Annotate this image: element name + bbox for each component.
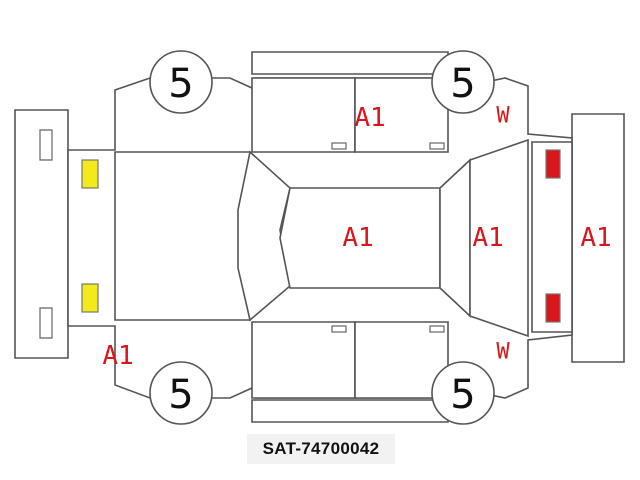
mark-front-bumper: A1 — [580, 223, 611, 253]
inspection-code: SAT-74700042 — [247, 434, 395, 464]
rear-bumper-inner — [39, 129, 53, 339]
rear-bumper — [14, 109, 69, 359]
rear-lamp-bottom — [81, 283, 99, 313]
wheel-front-left: 5 — [431, 50, 495, 114]
car-outline-diagram: 5 5 5 5 A1 W A1 A1 A1 A1 W — [14, 50, 625, 425]
lower-front-door-handle — [429, 325, 445, 333]
front-lamp-bottom — [545, 293, 561, 323]
wheel-front-right: 5 — [431, 361, 495, 425]
front-lamp-top — [545, 149, 561, 179]
upper-door-rear — [251, 77, 356, 153]
wheel-rear-right: 5 — [149, 361, 213, 425]
wheel-front-right-grade: 5 — [450, 372, 475, 418]
roof-panel — [279, 187, 441, 289]
upper-front-door-handle — [429, 142, 445, 150]
mark-rear-bumper: A1 — [102, 341, 133, 371]
wheel-rear-left-grade: 5 — [168, 61, 193, 107]
wheel-rear-left: 5 — [149, 50, 213, 114]
upper-rear-door-handle — [331, 142, 347, 150]
hood — [469, 138, 529, 338]
mark-upper-doors: A1 — [354, 103, 385, 133]
lower-door-rear — [251, 321, 356, 399]
mark-lower-fender: W — [496, 340, 510, 365]
mark-upper-fender: W — [496, 104, 510, 129]
front-lamp-strip — [531, 141, 573, 333]
rear-lamp-top — [81, 159, 99, 189]
mark-roof: A1 — [342, 223, 373, 253]
upper-door-front — [354, 77, 449, 153]
mark-hood: A1 — [472, 223, 503, 253]
upper-roof-rail — [251, 51, 449, 75]
lower-rear-door-handle — [331, 325, 347, 333]
lower-roof-rail — [251, 399, 449, 423]
windshield — [439, 158, 471, 318]
trunk-lid — [114, 151, 251, 321]
wheel-rear-right-grade: 5 — [168, 372, 193, 418]
wheel-front-left-grade: 5 — [450, 61, 475, 107]
